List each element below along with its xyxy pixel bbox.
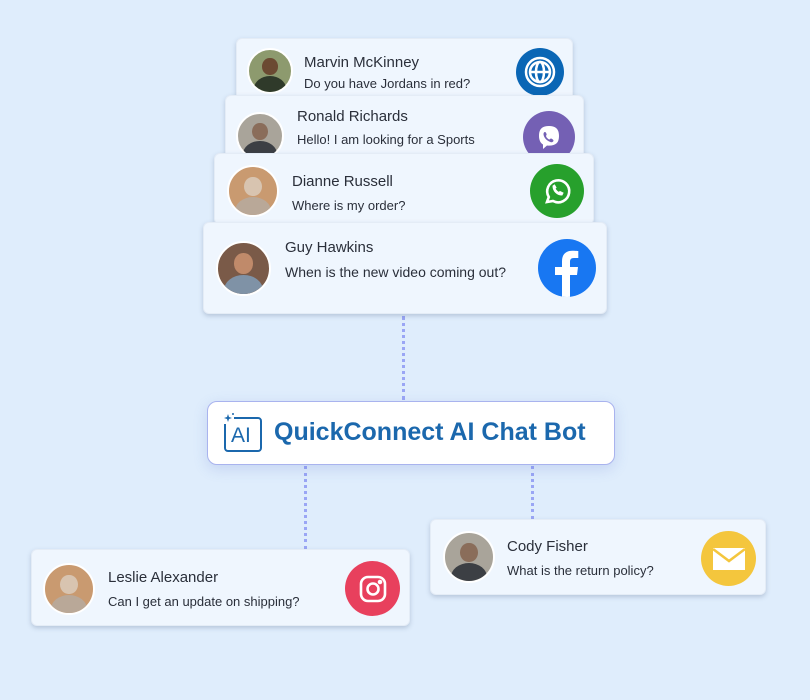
avatar xyxy=(247,48,293,94)
conversation-card-cody[interactable]: Cody Fisher What is the return policy? xyxy=(430,519,766,595)
contact-name: Cody Fisher xyxy=(507,538,588,555)
message-preview: Do you have Jordans in red? xyxy=(304,76,471,91)
ai-chat-bot-hub[interactable]: AI QuickConnect AI Chat Bot xyxy=(207,401,615,465)
facebook-icon xyxy=(538,239,596,297)
conversation-card-guy[interactable]: Guy Hawkins When is the new video coming… xyxy=(203,222,607,314)
connector-line xyxy=(402,316,405,400)
contact-name: Marvin McKinney xyxy=(304,54,420,71)
message-preview: Can I get an update on shipping? xyxy=(108,594,300,609)
conversation-card-ronald[interactable]: Ronald Richards Hello! I am looking for … xyxy=(225,95,584,163)
message-preview: Hello! I am looking for a Sports xyxy=(297,132,475,147)
message-preview: When is the new video coming out? xyxy=(285,264,507,280)
bot-title: QuickConnect AI Chat Bot xyxy=(274,418,586,446)
contact-name: Leslie Alexander xyxy=(108,569,219,586)
email-icon xyxy=(701,531,756,586)
avatar xyxy=(43,563,95,615)
avatar xyxy=(443,531,495,583)
conversation-card-dianne[interactable]: Dianne Russell Where is my order? xyxy=(214,153,594,225)
instagram-icon xyxy=(345,561,400,616)
connector-line xyxy=(304,466,307,549)
connector-line xyxy=(531,466,534,519)
conversation-card-marvin[interactable]: Marvin McKinney Do you have Jordans in r… xyxy=(236,38,573,102)
conversation-card-leslie[interactable]: Leslie Alexander Can I get an update on … xyxy=(31,549,410,626)
contact-name: Guy Hawkins xyxy=(285,239,374,256)
message-preview: What is the return policy? xyxy=(507,563,654,578)
globe-icon xyxy=(516,48,564,96)
avatar xyxy=(227,165,279,217)
whatsapp-icon xyxy=(530,164,584,218)
ai-icon-text: AI xyxy=(231,424,251,447)
message-preview: Where is my order? xyxy=(292,198,406,213)
contact-name: Dianne Russell xyxy=(292,173,393,190)
avatar xyxy=(216,241,271,296)
ai-sparkle-icon: AI xyxy=(222,412,264,454)
contact-name: Ronald Richards xyxy=(297,108,408,125)
